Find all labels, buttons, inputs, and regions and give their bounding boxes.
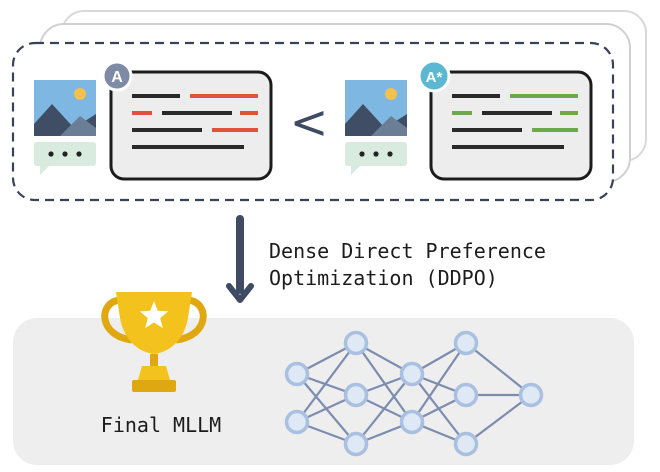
left-image-icon [34, 80, 96, 175]
badge-a-label: A [111, 69, 123, 86]
method-line-2: Optimization (DDPO) [269, 266, 498, 290]
right-image-icon [345, 80, 407, 175]
nn-node [453, 330, 479, 356]
badge-a: A [101, 60, 133, 92]
caption-bubble-icon [34, 142, 96, 175]
ellipsis-dot [76, 151, 82, 157]
neural-network-icon [284, 330, 544, 457]
badge-a-star-label: A* [426, 69, 443, 86]
ellipsis-dot [48, 151, 54, 157]
trophy-icon [101, 292, 207, 392]
ellipsis-dot [359, 151, 365, 157]
nn-node [399, 409, 425, 435]
nn-node [399, 361, 425, 387]
badge-a-star: A* [417, 59, 451, 93]
down-arrow-icon [226, 215, 254, 303]
nn-edge [465, 394, 532, 445]
nn-node [284, 361, 310, 387]
less-than-symbol: < [290, 95, 329, 149]
nn-node [343, 431, 369, 457]
caption-bubble-icon [345, 142, 407, 175]
nn-edge [411, 342, 467, 423]
nn-edge [355, 373, 413, 445]
nn-node [343, 330, 369, 356]
result-panel [13, 318, 634, 465]
star-icon [139, 301, 169, 329]
nn-edge [296, 342, 357, 423]
nn-node [343, 382, 369, 408]
nn-edge [465, 342, 532, 396]
ellipsis-dot [373, 151, 379, 157]
final-model-label: Final MLLM [101, 413, 221, 437]
ellipsis-dot [387, 151, 393, 157]
ellipsis-dot [62, 151, 68, 157]
nn-node [284, 409, 310, 435]
nn-edge [355, 342, 413, 423]
nn-node [518, 382, 544, 408]
left-response-card [109, 70, 273, 181]
method-line-1: Dense Direct Preference [269, 239, 546, 263]
nn-node [453, 431, 479, 457]
nn-node [453, 382, 479, 408]
right-response-card [429, 70, 593, 181]
